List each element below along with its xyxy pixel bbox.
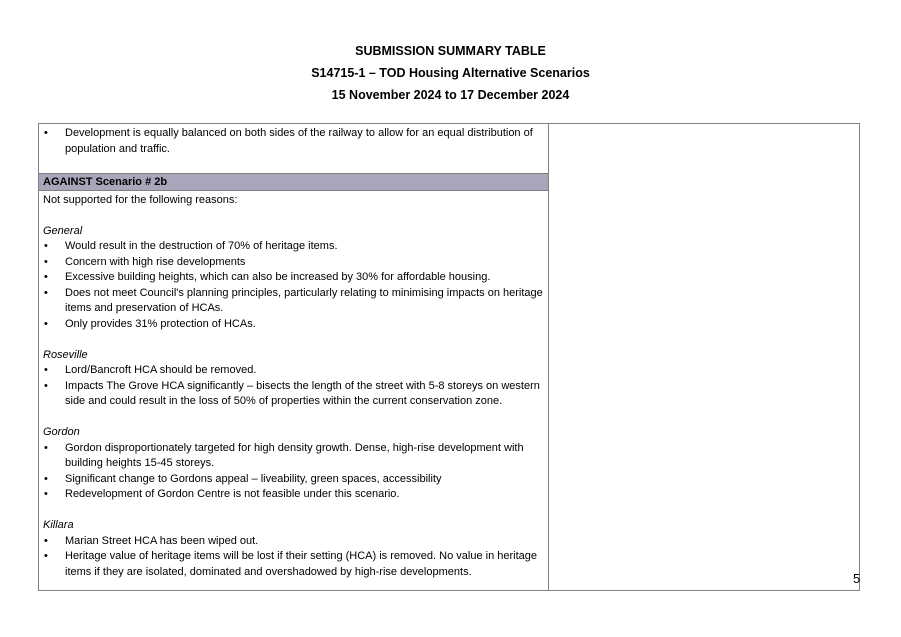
table-row: AGAINST Scenario # 2b [38, 172, 860, 191]
list-item: • Significant change to Gordons appeal – … [43, 472, 544, 488]
bullet-icon: • [44, 240, 48, 252]
list-item: • Development is equally balanced on both… [43, 126, 544, 157]
comments-cell [548, 123, 860, 591]
list-item: • Redevelopment of Gordon Centre is not f… [43, 487, 544, 503]
bullet-text: Development is equally balanced on both … [65, 127, 533, 155]
bullet-text: Would result in the destruction of 70% o… [65, 240, 338, 252]
subsection-title: Gordon [43, 426, 80, 438]
bullet-icon: • [44, 127, 48, 139]
list-item: • Impacts The Grove HCA significantly – b… [43, 379, 544, 410]
bullet-text: Excessive building heights, which can al… [65, 271, 491, 283]
intro-text: Not supported for the following reasons: [43, 193, 238, 206]
list-item: • Marian Street HCA has been wiped out. [43, 534, 544, 550]
subsection-title: Roseville [43, 348, 88, 361]
bullet-icon: • [44, 271, 48, 283]
doc-date-range: 15 November 2024 to 17 December 2024 [331, 88, 570, 102]
doc-title: SUBMISSION SUMMARY TABLE [355, 44, 546, 58]
list-item: • Does not meet Council's planning princi… [43, 286, 544, 317]
bullet-icon: • [44, 550, 48, 562]
page-number: 5 [853, 571, 861, 586]
bullet-icon: • [44, 255, 48, 268]
subsection-title: General [43, 224, 83, 237]
submission-table: • Development is equally balanced on both… [38, 123, 860, 591]
list-item: • Heritage value of heritage items will b… [43, 549, 544, 580]
bullet-text: Concern with high rise developments [65, 255, 246, 268]
bullet-text: Marian Street HCA has been wiped out. [65, 534, 259, 547]
bullet-text: Gordon disproportionately targeted for h… [65, 441, 524, 470]
bullet-icon: • [44, 317, 48, 330]
table-cell: Not supported for the following reasons:… [38, 189, 549, 591]
row1-content: • Development is equally balanced on both… [39, 124, 548, 173]
section-header: AGAINST Scenario # 2b [38, 172, 549, 191]
list-item: • Would result in the destruction of 70% … [43, 239, 544, 255]
bullet-icon: • [44, 364, 48, 376]
subsection-title: Killara [43, 519, 74, 531]
bullet-icon: • [44, 488, 48, 500]
list-item: • Gordon disproportionately targeted for … [43, 441, 544, 472]
list-item: • Excessive building heights, which can a… [43, 270, 544, 286]
bullet-text: Lord/Bancroft HCA should be removed. [65, 364, 257, 376]
list-item: • Concern with high rise developments [43, 255, 544, 271]
bullet-icon: • [44, 286, 48, 299]
bullet-icon: • [44, 441, 48, 454]
bullet-text: Impacts The Grove HCA significantly – bi… [65, 379, 540, 408]
table-cell: • Development is equally balanced on both… [38, 123, 549, 174]
table-row: Not supported for the following reasons:… [38, 189, 860, 591]
list-item: • Lord/Bancroft HCA should be removed. [43, 363, 544, 379]
table-row: • Development is equally balanced on both… [38, 123, 860, 591]
bullet-text: Heritage value of heritage items will be… [65, 550, 537, 578]
bullet-text: Significant change to Gordons appeal – l… [65, 472, 442, 485]
bullet-icon: • [44, 379, 48, 392]
bullet-text: Redevelopment of Gordon Centre is not fe… [65, 488, 400, 500]
bullet-icon: • [44, 534, 48, 547]
doc-subtitle: S14715-1 – TOD Housing Alternative Scena… [311, 66, 590, 80]
bullet-text: Does not meet Council's planning princip… [65, 286, 543, 315]
list-item: • Only provides 31% protection of HCAs. [43, 317, 544, 333]
bullet-icon: • [44, 472, 48, 485]
against-content: Not supported for the following reasons:… [39, 191, 548, 591]
bullet-text: Only provides 31% protection of HCAs. [65, 317, 256, 330]
